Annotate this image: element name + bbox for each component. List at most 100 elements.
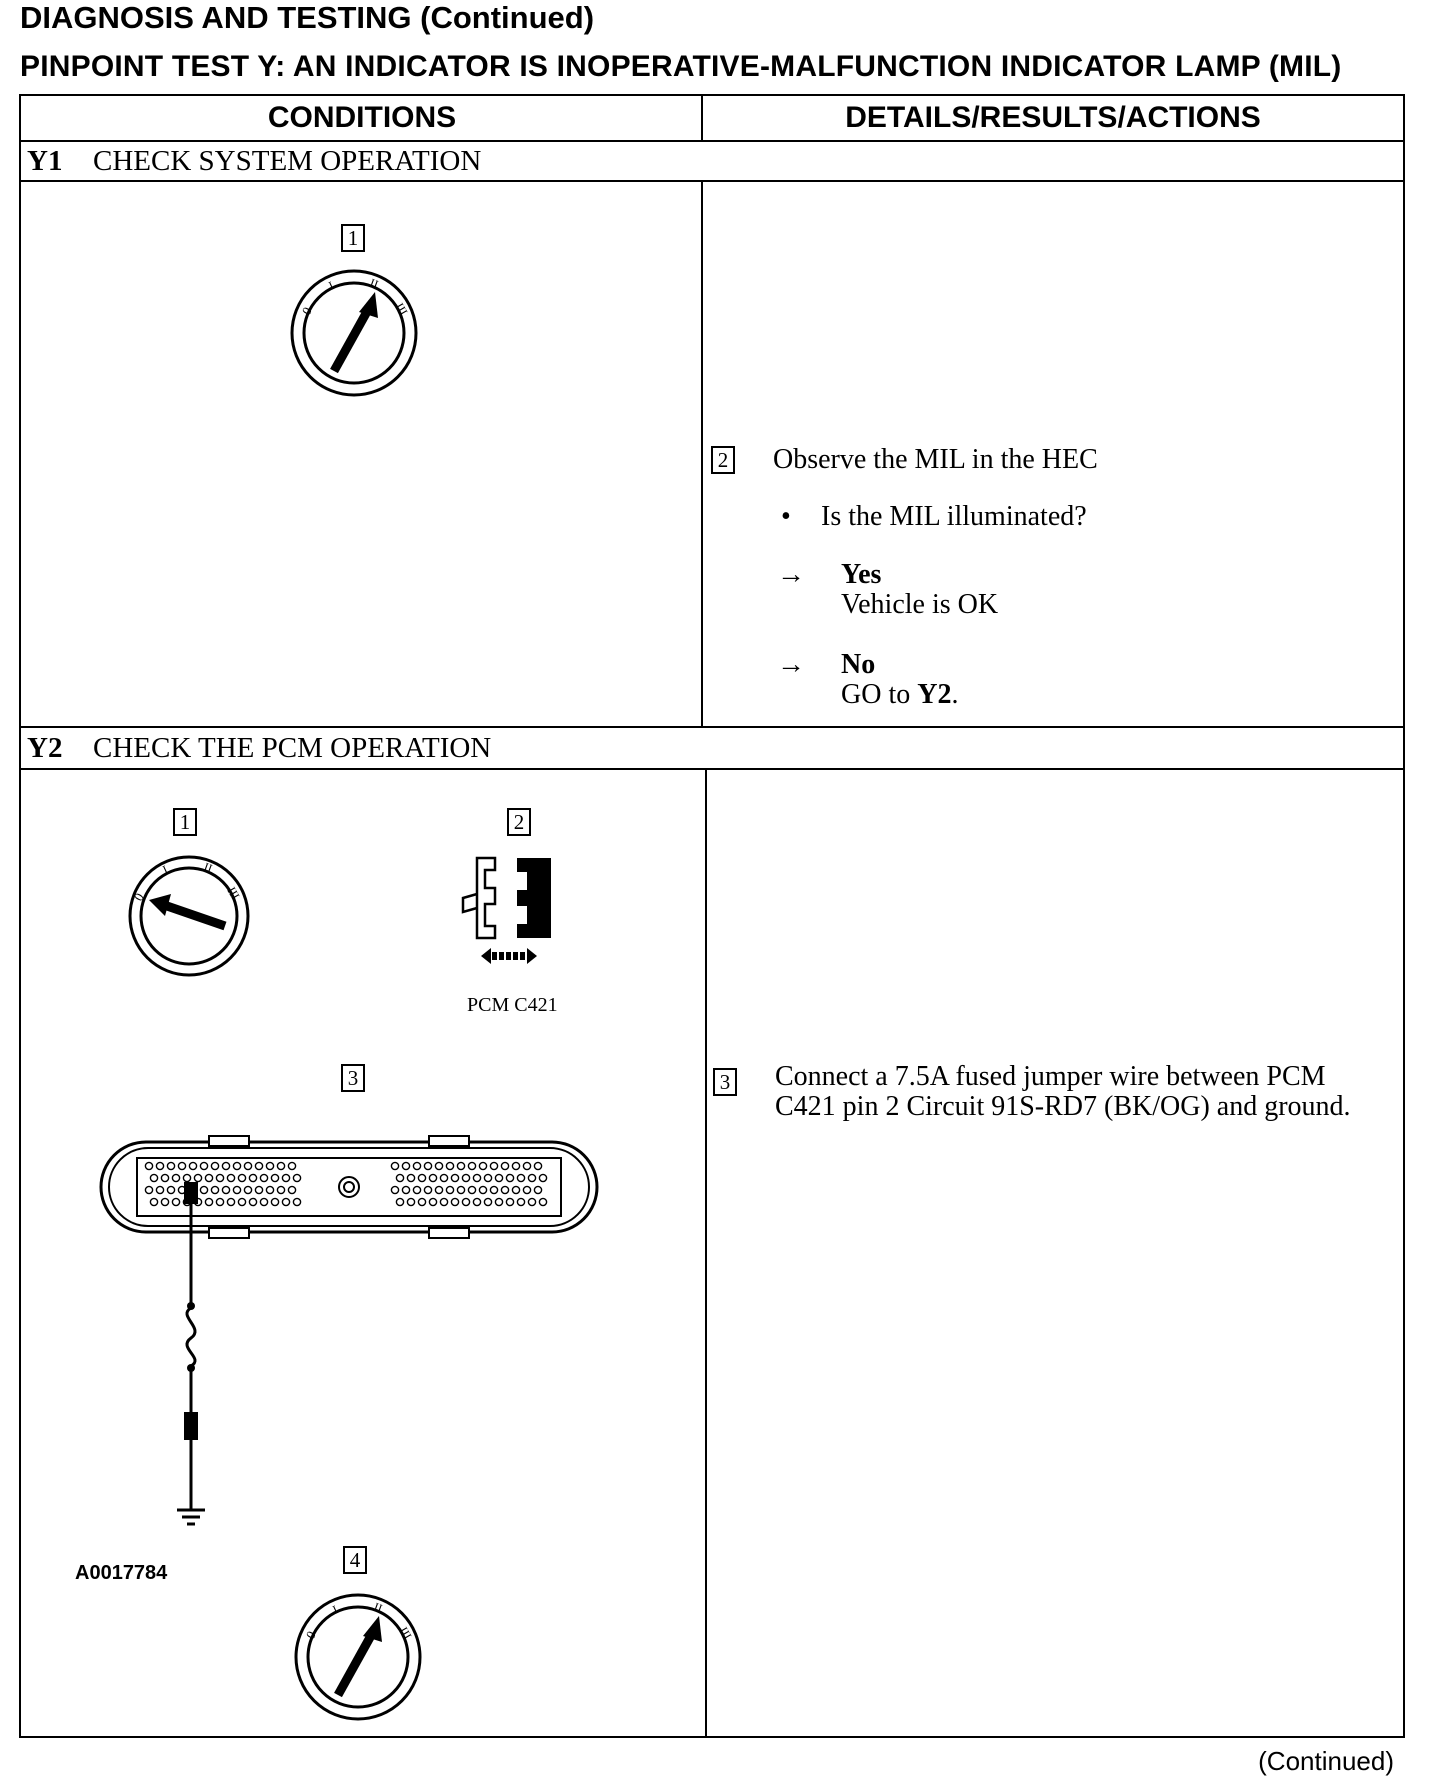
pcm-pin [204,1197,214,1207]
pcm-pin [406,1173,416,1183]
y1-bullet: • [781,501,791,532]
pcm-pin [265,1161,275,1171]
y2-instruction-line2: C421 pin 2 Circuit 91S-RD7 (BK/OG) and g… [775,1091,1351,1122]
pcm-pin [467,1161,477,1171]
callout-y2-4: 4 [343,1546,367,1574]
step-y1-title: CHECK SYSTEM OPERATION [93,145,482,177]
fuse-icon [185,1306,197,1368]
pcm-pin [270,1173,280,1183]
pcm-pin [445,1161,455,1171]
pcm-pin [428,1173,438,1183]
pcm-pin [243,1161,253,1171]
pcm-pin [155,1161,165,1171]
pcm-connector-icon [99,1135,599,1239]
pcm-pin [456,1161,466,1171]
svg-text:I: I [326,278,336,292]
pcm-pin [483,1197,493,1207]
pcm-pin [259,1197,269,1207]
pcm-pin [527,1197,537,1207]
ground-symbol-icon [177,1508,205,1526]
callout-y2-3: 3 [341,1064,365,1092]
pcm-pin [232,1161,242,1171]
pcm-pin [149,1197,159,1207]
pcm-pin [254,1185,264,1195]
pcm-pin [221,1161,231,1171]
pcm-pin [292,1197,302,1207]
pcm-pin [450,1173,460,1183]
svg-text:I: I [160,862,170,876]
pcm-pin [259,1173,269,1183]
pcm-pin [472,1197,482,1207]
pcm-pin [500,1185,510,1195]
pcm-pin [500,1161,510,1171]
pcm-pin [199,1185,209,1195]
ignition-key-switch-icon: 0 I II III [128,855,250,977]
figure-id: A0017784 [75,1562,168,1584]
pcm-pin [401,1161,411,1171]
pcm-pin [395,1173,405,1183]
pcm-pin [193,1173,203,1183]
pcm-pin [406,1197,416,1207]
y1-result-no: No [841,649,876,680]
pcm-pin [445,1185,455,1195]
pcm-pin [461,1173,471,1183]
pcm-pin [210,1161,220,1171]
pcm-pin [505,1173,515,1183]
pcm-pin [390,1161,400,1171]
pcm-pin [516,1197,526,1207]
pcm-pin [390,1185,400,1195]
pcm-pin [215,1173,225,1183]
pcm-pin [505,1197,515,1207]
pcm-pin [423,1185,433,1195]
pcm-pin [221,1185,231,1195]
pcm-pin [281,1197,291,1207]
pcm-pin [538,1197,548,1207]
pcm-pin [182,1173,192,1183]
y1-question: Is the MIL illuminated? [821,501,1087,532]
pcm-pin [538,1173,548,1183]
pcm-pin [155,1185,165,1195]
pcm-pin [395,1197,405,1207]
pcm-pin [439,1173,449,1183]
pcm-pin-block-left [144,1161,302,1207]
pcm-pin [417,1197,427,1207]
goto-y2-link[interactable]: Y2 [917,679,952,710]
pcm-pin [511,1185,521,1195]
pcm-pin [412,1185,422,1195]
step-y2-title: CHECK THE PCM OPERATION [93,732,492,764]
pcm-pin [248,1197,258,1207]
pcm-pin [270,1197,280,1207]
pcm-pin [292,1173,302,1183]
pcm-pin [160,1173,170,1183]
pcm-pin [248,1173,258,1183]
pcm-pin [144,1161,154,1171]
y1-result-yes: Yes [841,559,882,590]
pcm-pin [171,1173,181,1183]
pcm-pin [177,1161,187,1171]
pcm-pin [232,1185,242,1195]
pcm-pin [215,1197,225,1207]
pcm-pin [423,1161,433,1171]
callout-y1-2: 2 [711,446,735,474]
page-header-title: DIAGNOSIS AND TESTING (Continued) [20,0,595,35]
pcm-pin [533,1185,543,1195]
pcm-pin [188,1161,198,1171]
pcm-pin [461,1197,471,1207]
pcm-pin [237,1197,247,1207]
pcm-pin [276,1185,286,1195]
pcm-pin [166,1185,176,1195]
pcm-pin [276,1161,286,1171]
callout-y2-3-details: 3 [713,1068,737,1096]
pcm-pin [456,1185,466,1195]
arrow-icon: → [777,559,805,590]
pcm-pin [439,1197,449,1207]
pcm-pin [478,1161,488,1171]
y1-instruction: Observe the MIL in the HEC [773,444,1098,475]
pcm-pin [199,1161,209,1171]
arrow-icon: → [777,649,805,680]
y1-result-yes-action: Vehicle is OK [841,589,999,620]
ignition-key-switch-icon: 0 I II III [294,1593,422,1721]
pcm-pin [226,1197,236,1207]
fused-jumper-wire [177,1182,205,1526]
